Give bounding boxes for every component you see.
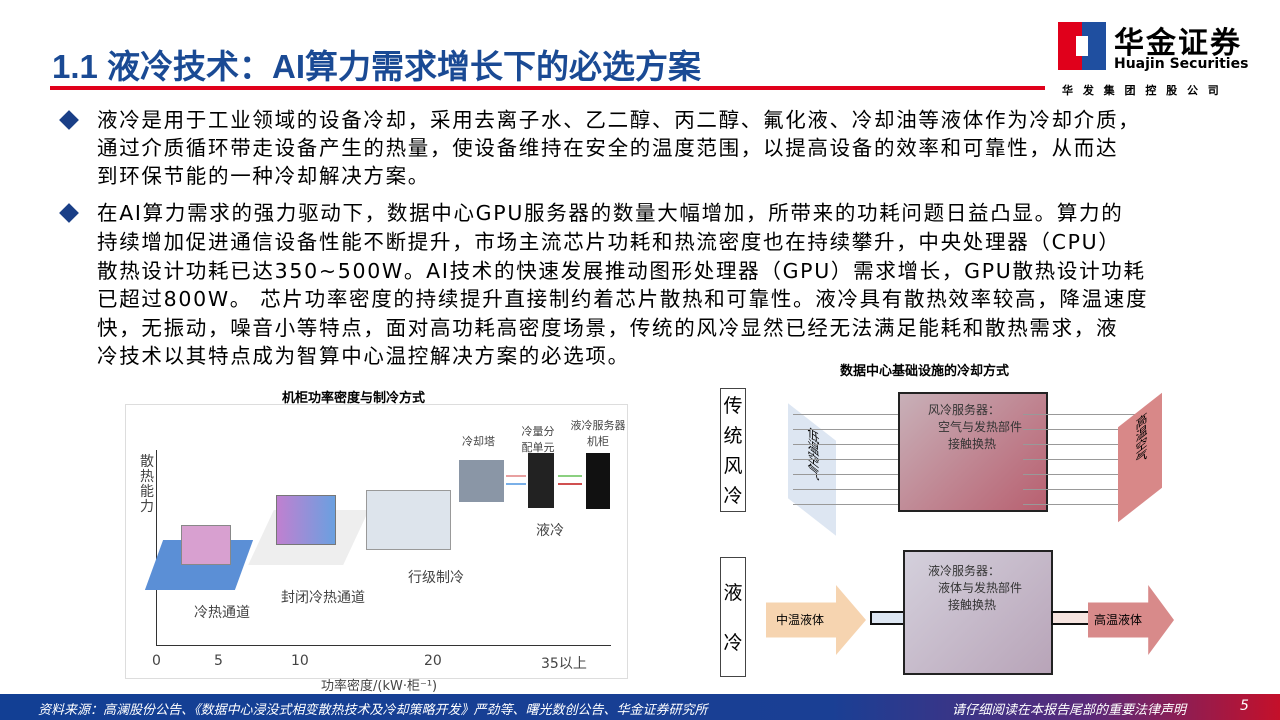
x-tick: 5 [214, 653, 223, 669]
source-note: 资料来源：高澜股份公告、《数据中心浸没式相变散热技术及冷却策略开发》严劲等、曙光… [38, 703, 708, 718]
left-figure-caption: 机柜功率密度与制冷方式 [282, 391, 426, 406]
page-number: 5 [1240, 698, 1249, 714]
x-tick: 20 [424, 653, 442, 669]
air-cooling-label: 传统风冷 [720, 388, 746, 512]
footer: 资料来源：高澜股份公告、《数据中心浸没式相变散热技术及冷却策略开发》严劲等、曙光… [0, 694, 1280, 720]
right-figure-caption: 数据中心基础设施的冷却方式 [840, 364, 1010, 379]
stage-label: 液冷 [536, 523, 564, 539]
bullet-1-line: 通过介质循环带走设备产生的热量，使设备维持在安全的温度范围，以提高设备的效率和可… [97, 136, 1119, 160]
logo-group: 华 发 集 团 控 股 公 司 [1062, 84, 1222, 97]
x-tick: 35以上 [541, 656, 587, 672]
cooling-density-figure: 散热能力 0 5 10 20 35以上 功率密度/(kW·柜⁻¹) 冷热通道 封… [125, 404, 628, 694]
row-cooling-image [366, 490, 451, 550]
part-label: 液冷服务器机柜 [570, 419, 626, 448]
air-server-text: 风冷服务器： 空气与发热部件 接触换热 [928, 402, 1022, 453]
server-text-line: 液冷服务器： [928, 564, 1001, 578]
server-text-line: 接触换热 [948, 437, 997, 451]
logo-mark [1058, 22, 1106, 70]
output-liquid-label: 高温液体 [1094, 613, 1143, 627]
y-axis [156, 450, 157, 645]
stage-label: 冷热通道 [194, 605, 250, 621]
title-divider [50, 86, 1045, 90]
liquid-server-text: 液冷服务器： 液体与发热部件 接触换热 [928, 563, 1022, 614]
stage-label: 行级制冷 [408, 570, 464, 586]
liquid-cooling-label: 液冷 [720, 557, 746, 677]
x-tick: 10 [291, 653, 309, 669]
bullet-2-line: 在AI算力需求的强力驱动下，数据中心GPU服务器的数量大幅增加，所带来的功耗问题… [97, 201, 1124, 225]
input-liquid-label: 中温液体 [776, 613, 825, 627]
bullet-icon [59, 203, 79, 223]
bullet-2-line: 已超过800W。 芯片功率密度的持续提升直接制约着芯片散热和可靠性。液冷具有散热… [97, 287, 1149, 311]
part-label: 冷量分配单元 [521, 425, 555, 454]
server-text-line: 风冷服务器： [928, 403, 1001, 417]
air-cooling-panel: 传统风冷 低温空气 风冷服务器： 空气与发热部件 接触换热 高温空气 [718, 380, 1178, 536]
x-tick: 0 [152, 653, 161, 669]
server-text-line: 接触换热 [948, 598, 997, 612]
company-logo: 华金证券 Huajin Securities 华 发 集 团 控 股 公 司 [1058, 22, 1263, 100]
bullet-2-line: 散热设计功耗已达350~500W。AI技术的快速发展推动图形处理器（GPU）需求… [97, 259, 1146, 283]
y-axis-label: 散热能力 [140, 454, 154, 515]
bullet-1-line: 到环保节能的一种冷却解决方案。 [97, 164, 430, 188]
disclaimer: 请仔细阅读在本报告尾部的重要法律声明 [952, 703, 1187, 718]
bullet-2-line: 持续增加促进通信设备性能不断提升，市场主流芯片功耗和热流密度也在持续攀升，中央处… [97, 230, 1121, 254]
airflow-arrows-in [793, 400, 913, 510]
x-axis-label: 功率密度/(kW·柜⁻¹) [321, 679, 438, 694]
part-label: 冷却塔 [462, 435, 495, 448]
bullet-1-line: 液冷是用于工业领域的设备冷却，采用去离子水、乙二醇、丙二醇、氟化液、冷却油等液体… [97, 108, 1141, 132]
bullet-2-line: 快，无振动，噪音小等特点，面对高功耗高密度场景，传统的风冷显然已经无法满足能耗和… [97, 316, 1119, 340]
bullet-icon [59, 110, 79, 130]
liquid-cooling-panel: 液冷 中温液体 液冷服务器： 液体与发热部件 接触换热 高温液体 [718, 545, 1178, 685]
bullet-2-line: 冷技术以其特点成为智算中心温控解决方案的必选项。 [97, 344, 630, 368]
page-title: 1.1 液冷技术：AI算力需求增长下的必选方案 [52, 48, 702, 85]
server-text-line: 液体与发热部件 [938, 581, 1023, 595]
logo-en: Huajin Securities [1114, 56, 1249, 72]
cdu-image [528, 453, 554, 508]
stage-label: 封闭冷热通道 [281, 590, 365, 606]
logo-cn: 华金证券 [1114, 26, 1242, 61]
cooling-tower-image [459, 460, 504, 502]
server-cabinet-image [586, 453, 610, 509]
x-axis [156, 645, 611, 646]
server-text-line: 空气与发热部件 [938, 420, 1023, 434]
